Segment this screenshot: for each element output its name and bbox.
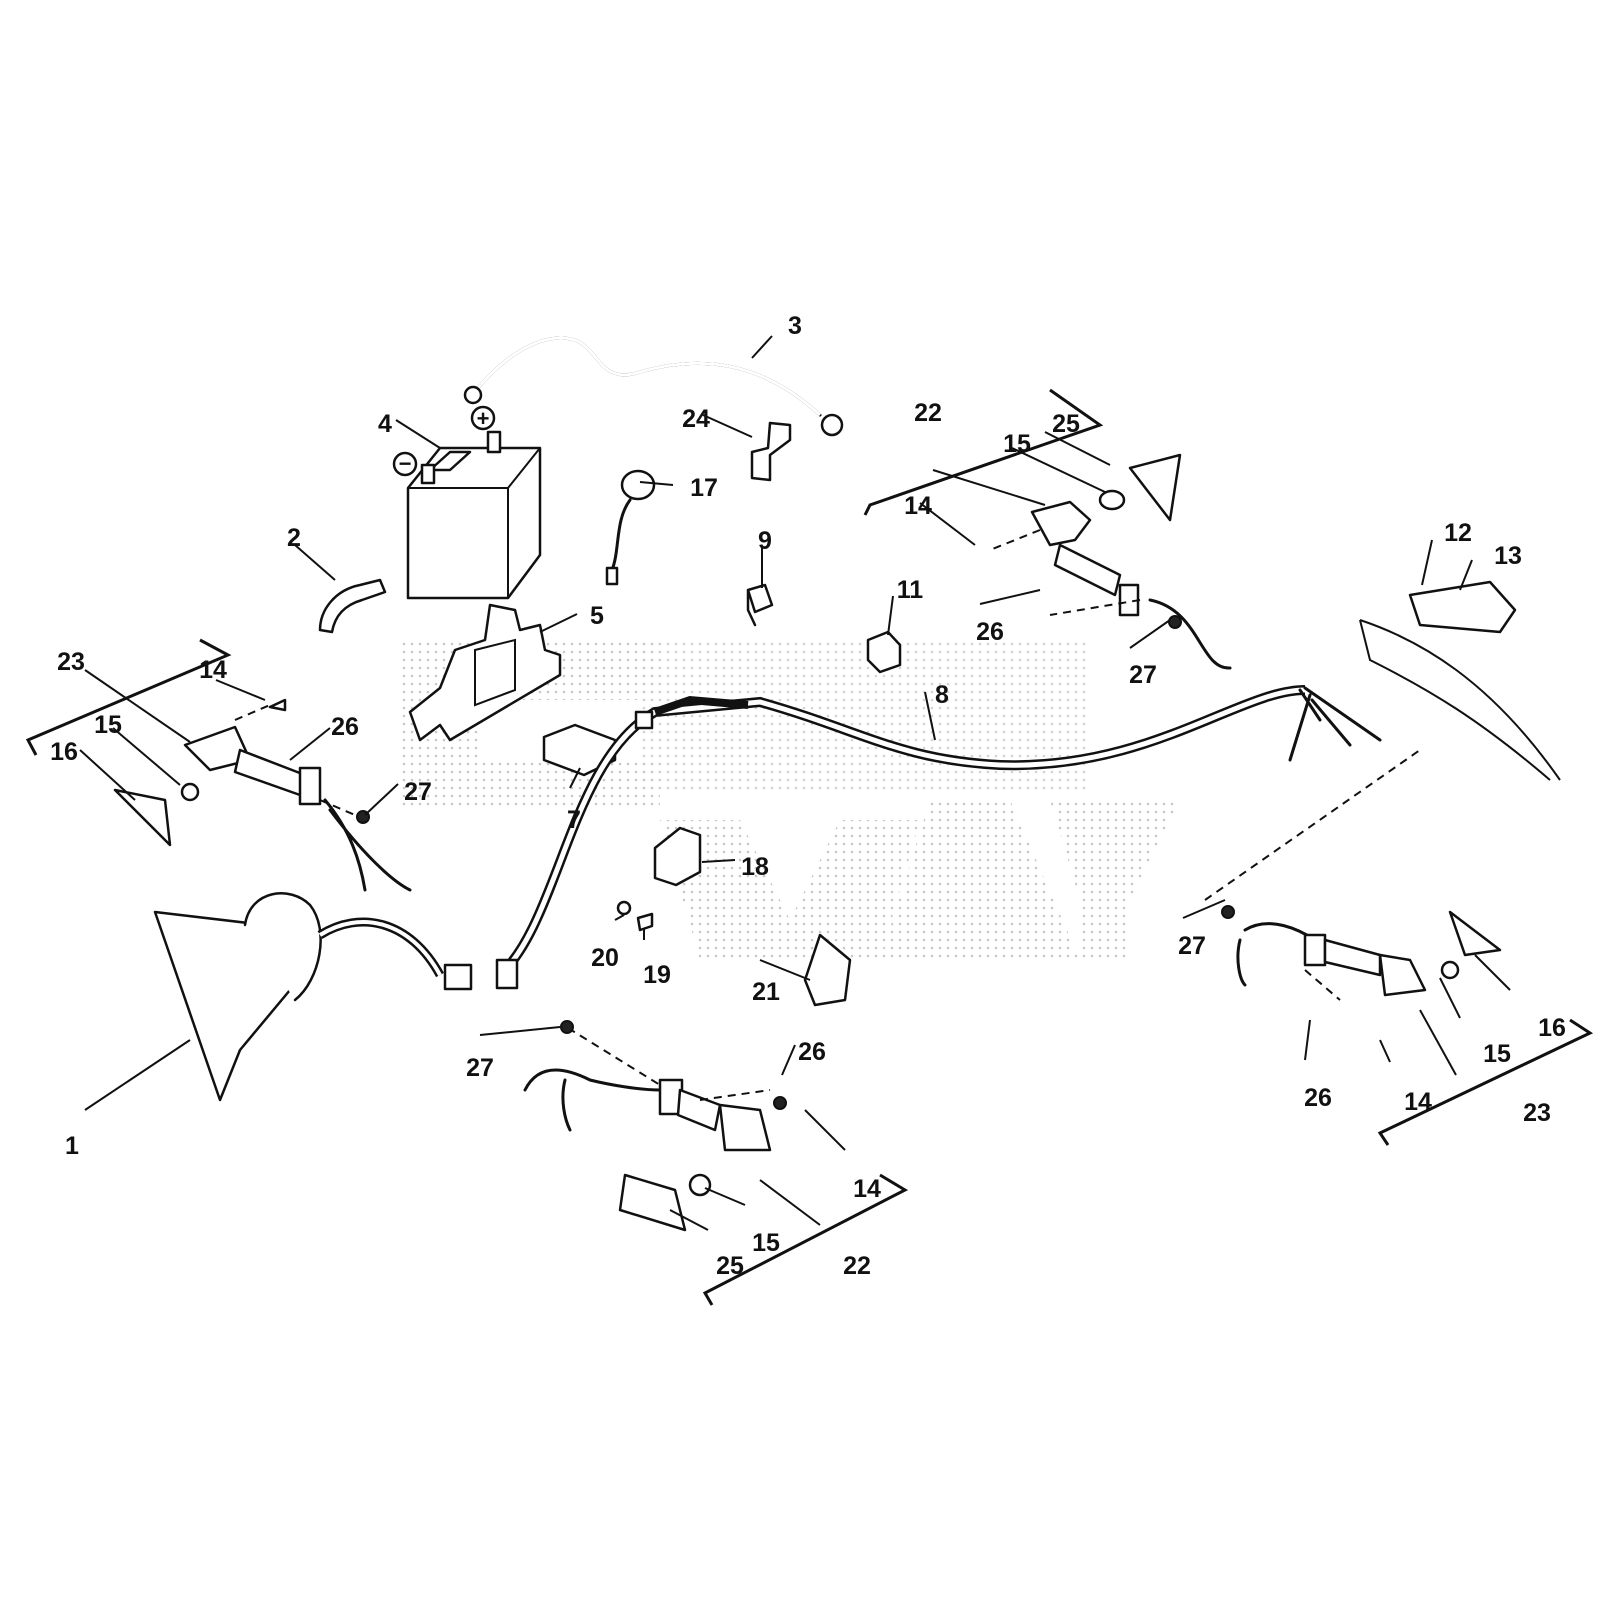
callout-14: 14 xyxy=(199,656,227,684)
callout-25: 25 xyxy=(1052,410,1080,438)
battery-tray xyxy=(408,603,562,742)
callout-27: 27 xyxy=(466,1054,494,1082)
positive-terminal-icon xyxy=(470,405,496,431)
horn xyxy=(605,469,656,586)
callout-19: 19 xyxy=(643,961,671,989)
callout-5: 5 xyxy=(590,602,604,630)
license-plate-light xyxy=(1359,580,1561,781)
callout-14: 14 xyxy=(904,492,932,520)
callout-27: 27 xyxy=(1178,932,1206,960)
positive-symbol: + xyxy=(477,406,490,431)
negative-symbol: − xyxy=(399,451,412,476)
callout-23: 23 xyxy=(1523,1099,1551,1127)
battery-cable xyxy=(463,336,844,437)
screw xyxy=(636,912,654,932)
callout-22: 22 xyxy=(914,399,942,427)
battery-strap xyxy=(318,578,387,634)
relay xyxy=(746,583,774,627)
cable-bracket xyxy=(750,421,792,482)
callout-7: 7 xyxy=(567,806,581,834)
callout-16: 16 xyxy=(50,738,78,766)
callout-27: 27 xyxy=(404,778,432,806)
callout-18: 18 xyxy=(741,853,769,881)
negative-terminal-icon xyxy=(392,451,418,477)
callout-23: 23 xyxy=(57,648,85,676)
main-wiring-harness xyxy=(495,685,1382,990)
callout-21: 21 xyxy=(752,978,780,1006)
group-bracket-22-top xyxy=(863,388,1104,516)
turn-signal-front-left xyxy=(113,698,412,892)
callout-4: 4 xyxy=(378,410,392,438)
callout-9: 9 xyxy=(758,527,772,555)
rubber-grommet xyxy=(803,933,852,1007)
callout-1: 1 xyxy=(65,1132,79,1160)
callout-15: 15 xyxy=(1003,430,1031,458)
group-bracket-23-right xyxy=(1377,1018,1594,1146)
washer xyxy=(616,900,632,916)
turn-signal-front-right xyxy=(989,453,1232,670)
callout-14: 14 xyxy=(1404,1088,1432,1116)
callout-8: 8 xyxy=(935,681,949,709)
callout-22: 22 xyxy=(843,1252,871,1280)
callout-15: 15 xyxy=(94,711,122,739)
callout-24: 24 xyxy=(682,405,710,433)
turn-signal-rear-right xyxy=(1204,749,1502,1001)
callout-25: 25 xyxy=(716,1252,744,1280)
callout-14: 14 xyxy=(853,1175,881,1203)
voltage-regulator xyxy=(653,826,702,887)
control-unit xyxy=(542,723,617,777)
switch-connector xyxy=(866,630,902,674)
headlight xyxy=(153,892,473,1102)
callout-11: 11 xyxy=(897,576,924,604)
callout-26: 26 xyxy=(976,618,1004,646)
callout-16: 16 xyxy=(1538,1014,1566,1042)
callout-20: 20 xyxy=(591,944,619,972)
callout-26: 26 xyxy=(1304,1084,1332,1112)
battery: + − xyxy=(392,405,542,600)
callout-15: 15 xyxy=(752,1229,780,1257)
callout-17: 17 xyxy=(690,474,718,502)
callout-3: 3 xyxy=(788,312,802,340)
turn-signal-rear-left xyxy=(523,1020,787,1232)
callout-labels: 3 4 24 22 15 25 17 14 9 2 12 13 5 11 26 … xyxy=(50,312,1566,1280)
callout-26: 26 xyxy=(798,1038,826,1066)
callout-26: 26 xyxy=(331,713,359,741)
callout-15: 15 xyxy=(1483,1040,1511,1068)
callout-27: 27 xyxy=(1129,661,1157,689)
callout-13: 13 xyxy=(1494,542,1522,570)
leader-lines xyxy=(79,335,1511,1231)
callout-12: 12 xyxy=(1444,519,1472,547)
group-bracket-22-bottom xyxy=(702,1173,909,1306)
callout-2: 2 xyxy=(287,524,301,552)
group-bracket-23-left xyxy=(25,638,232,756)
